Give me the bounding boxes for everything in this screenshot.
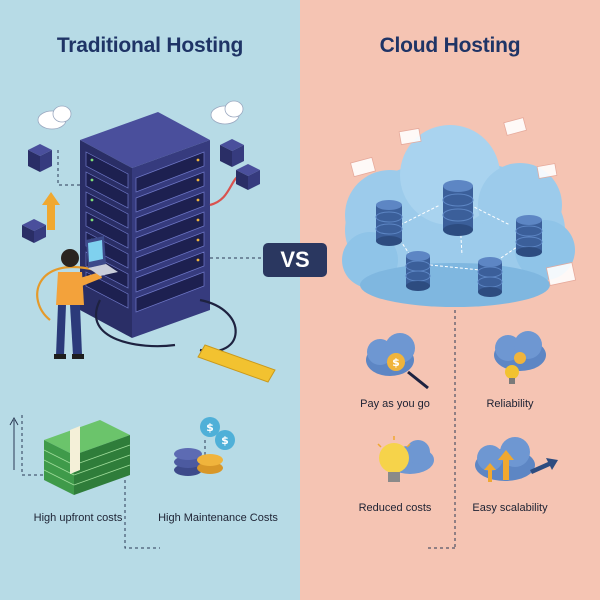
caption-high-maintenance-costs: High Maintenance Costs — [158, 512, 278, 524]
feature-reliability: Reliability — [486, 398, 534, 410]
svg-text:$: $ — [206, 421, 214, 434]
cash-stack-icon — [43, 420, 131, 495]
caption-high-upfront-costs: High upfront costs — [33, 512, 123, 524]
up-arrow-icon — [42, 192, 60, 230]
server-rack-icon — [80, 112, 210, 338]
small-cloud-icon — [37, 100, 244, 130]
scalability-icon — [475, 437, 558, 482]
database-icon — [375, 180, 543, 297]
coin-stack-icon: $ $ — [174, 417, 235, 476]
vs-badge: VS — [263, 243, 327, 277]
feature-pay-as-you-go: Pay as you go — [360, 398, 430, 410]
dollar-cloud-icon: $ — [366, 333, 429, 390]
feature-reduced-costs: Reduced costs — [358, 502, 432, 514]
svg-text:$: $ — [392, 356, 400, 369]
lightbulb-icon — [377, 436, 434, 482]
laptop-icon — [86, 236, 118, 276]
svg-text:$: $ — [221, 434, 229, 447]
traditional-hosting-title: Traditional Hosting — [56, 34, 244, 57]
person-icon — [54, 249, 102, 359]
cloud-hosting-title: Cloud Hosting — [379, 34, 521, 57]
mini-server-icon — [22, 139, 260, 243]
feature-easy-scalability: Easy scalability — [472, 502, 548, 514]
reliability-icon — [494, 331, 546, 384]
